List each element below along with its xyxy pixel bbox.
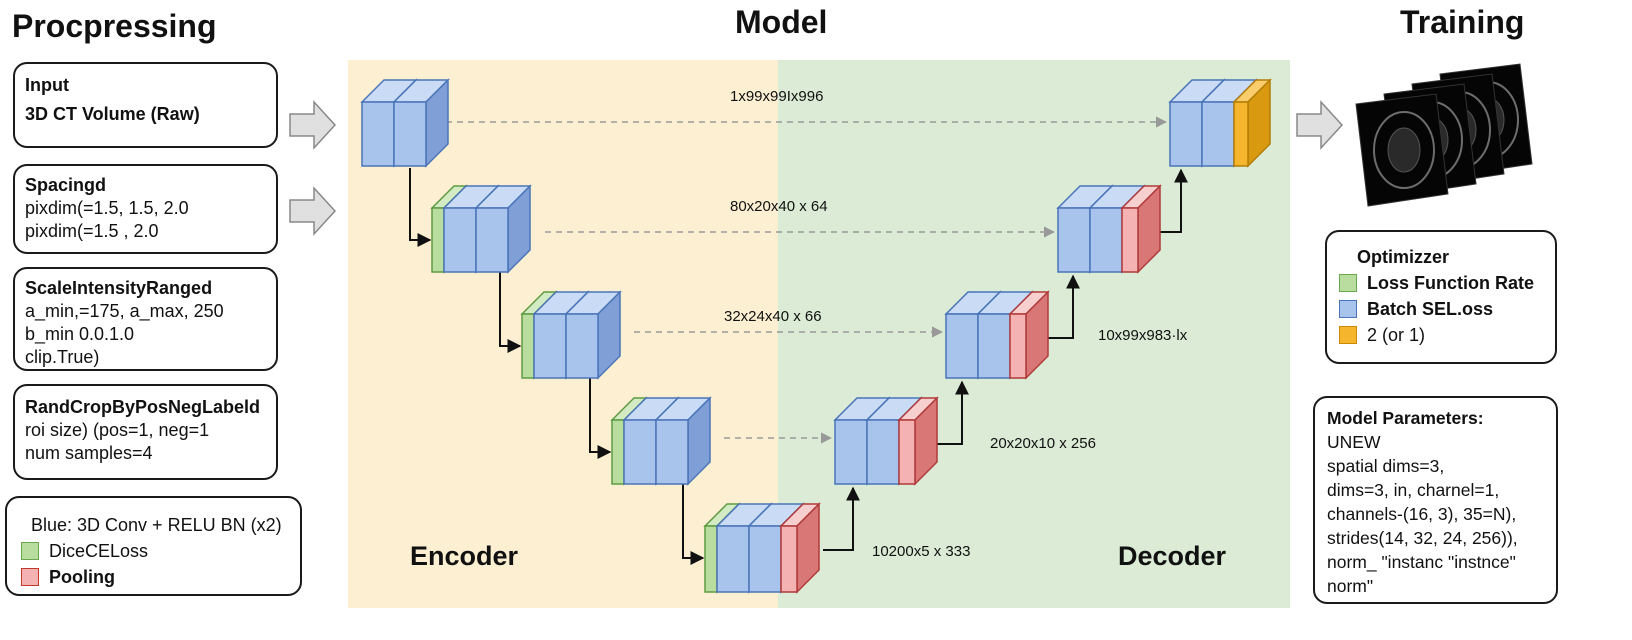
optimizer-item-2: Batch SEL.oss [1367, 299, 1494, 319]
spacingd-line-1: pixdim(=1.5, 1.5, 2.0 [25, 198, 189, 218]
up-arrow-1 [823, 486, 860, 551]
skip-label-1: 1x99x99Ix996 [730, 88, 823, 105]
decoder-label: Decoder [1118, 541, 1227, 571]
randcrop-line-2: num samples=4 [25, 443, 153, 463]
params-line-4: channels-(16, 3), 35=N), [1327, 504, 1517, 524]
optimizer-title: Optimizzer [1357, 247, 1450, 267]
randcrop-title: RandCropByPosNegLabeld [25, 397, 261, 417]
scale-intensity-box: ScaleIntensityRanged a_min,=175, a_max, … [13, 267, 278, 371]
preprocessing-title: Procpressing [12, 8, 217, 44]
encoder-level-1-slab-2 [392, 78, 450, 168]
params-title: Model Parameters: [1327, 408, 1484, 428]
up-arrow-3 [1043, 274, 1080, 339]
params-line-2: spatial dims=3, [1327, 456, 1445, 476]
output-level-slab-3 [1232, 78, 1272, 168]
scale-intensity-line-1: a_min,=175, a_max, 250 [25, 301, 224, 321]
decoder-level-4-slab-3 [897, 396, 939, 486]
spacingd-title: Spacingd [25, 175, 107, 195]
legend-red-swatch [21, 568, 39, 586]
model-title: Model [735, 4, 828, 40]
training-title: Training [1400, 4, 1525, 40]
up-label-1: 10x99x983·lx [1098, 327, 1188, 344]
params-line-3: dims=3, in, charnel=1, [1327, 480, 1500, 500]
bottleneck-slab-4 [779, 502, 821, 594]
encoder-label: Encoder [410, 541, 519, 571]
optimizer-green-swatch [1339, 274, 1357, 292]
params-line-1: UNEW [1327, 432, 1381, 452]
encoder-level-3-slab-3 [564, 290, 622, 380]
skip-label-3: 32x24x40 x 66 [724, 308, 822, 325]
down-arrow-1 [409, 168, 432, 247]
flow-arrow-3 [1296, 100, 1344, 150]
scale-intensity-line-2: b_min 0.0.1.0 [25, 324, 135, 344]
ct-slices-image [1355, 63, 1533, 207]
legend-blue-text: Blue: 3D Conv + RELU BN (x2) [31, 515, 282, 535]
legend-box: Blue: 3D Conv + RELU BN (x2) DiceCELoss … [5, 496, 302, 596]
decoder-level-2-slab-3 [1120, 184, 1162, 274]
optimizer-box: Optimizzer Loss Function Rate Batch SEL.… [1325, 230, 1557, 364]
down-arrow-3 [589, 378, 612, 459]
input-title: Input [25, 75, 69, 95]
down-arrow-4 [682, 484, 705, 565]
flow-arrow-2 [289, 186, 337, 236]
up-arrow-2 [930, 380, 969, 445]
scale-intensity-line-3: clip.True) [25, 347, 100, 367]
down-arrow-2 [499, 272, 522, 353]
params-line-6: norm_ "instanc "instnce" [1327, 552, 1516, 572]
input-box: Input 3D CT Volume (Raw) [13, 62, 278, 148]
up-label-3: 10200x5 x 333 [872, 543, 970, 560]
optimizer-blue-swatch [1339, 300, 1357, 318]
encoder-level-4-slab-3 [654, 396, 712, 486]
randcrop-box: RandCropByPosNegLabeld roi size) (pos=1,… [13, 384, 278, 480]
legend-green-text: DiceCELoss [49, 541, 149, 561]
skip-label-2: 80x20x40 x 64 [730, 198, 828, 215]
optimizer-orange-swatch [1339, 326, 1357, 344]
randcrop-line-1: roi size) (pos=1, neg=1 [25, 420, 210, 440]
ct-slice-4 [1355, 93, 1449, 207]
up-arrow-4 [1155, 168, 1188, 233]
params-line-5: strides(14, 32, 24, 256)), [1327, 528, 1518, 548]
encoder-level-2-slab-3 [474, 184, 532, 274]
input-line-1: 3D CT Volume (Raw) [25, 104, 200, 124]
decoder-level-3-slab-3 [1008, 290, 1050, 380]
flow-arrow-1 [289, 100, 337, 150]
spacingd-line-2: pixdim(=1.5 , 2.0 [25, 221, 159, 241]
model-params-box: Model Parameters: UNEW spatial dims=3, d… [1313, 396, 1558, 604]
optimizer-item-3: 2 (or 1) [1367, 325, 1426, 345]
optimizer-item-1: Loss Function Rate [1367, 273, 1535, 293]
params-line-7: norm" [1327, 576, 1374, 596]
legend-green-swatch [21, 542, 39, 560]
up-label-2: 20x20x10 x 256 [990, 435, 1096, 452]
legend-red-text: Pooling [49, 567, 115, 587]
scale-intensity-title: ScaleIntensityRanged [25, 278, 213, 298]
spacingd-box: Spacingd pixdim(=1.5, 1.5, 2.0 pixdim(=1… [13, 164, 278, 254]
